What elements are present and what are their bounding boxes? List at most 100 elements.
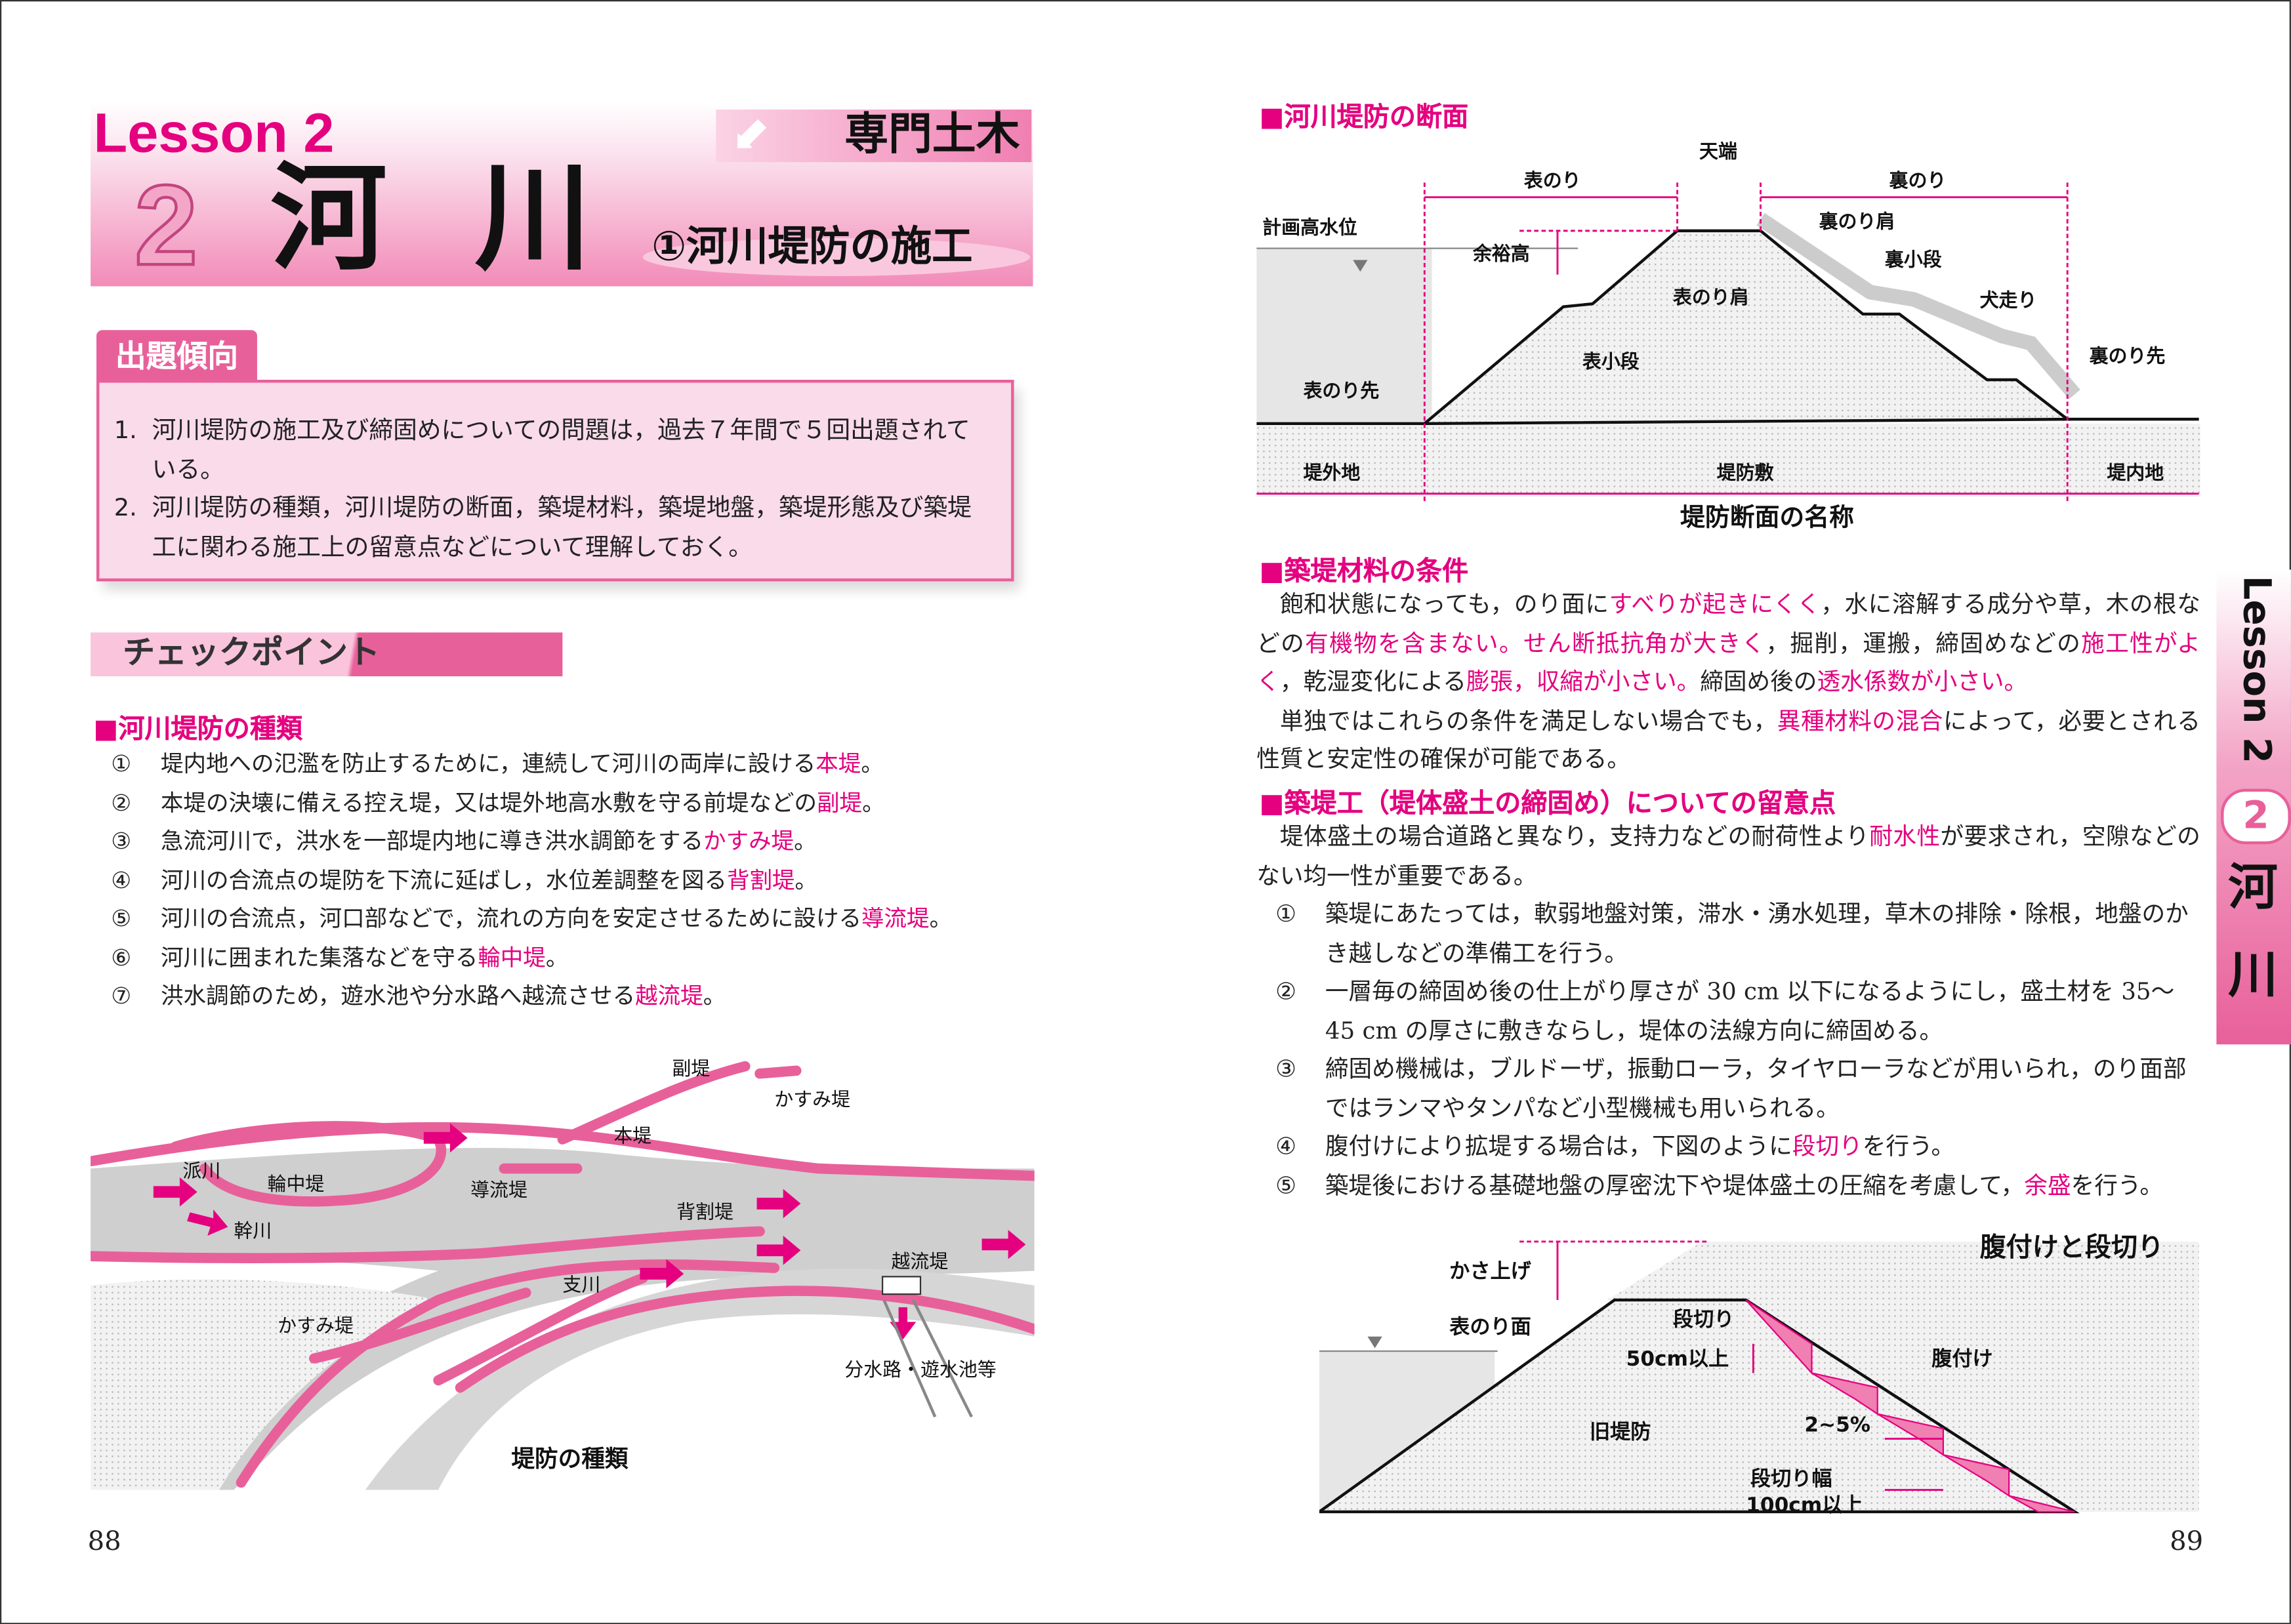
diagram-label: 表のり面 (1449, 1315, 1531, 1339)
floodplain (91, 1279, 439, 1490)
text-segment: 締固め後の (1700, 667, 1817, 696)
dimension-lines (1256, 182, 2199, 504)
text-segment: 堤内地への氾濫を防止するために，連続して河川の両岸に設ける (160, 750, 816, 777)
text-segment: 。 (545, 944, 569, 971)
widening-title: 腹付けと段切り (1980, 1232, 2164, 1263)
text-segment: ，掘削，運搬，締固めなどの (1765, 628, 2082, 657)
diagram-label: 腹付け (1931, 1347, 1992, 1371)
item-text: 河川堤防の施工及び締固めについての問題は，過去７年間で５回出題されている。 (152, 416, 970, 483)
diagram-label: 裏のり肩 (1819, 210, 1895, 232)
highlighted-term: かすみ堤 (703, 828, 795, 855)
flow-arrows (153, 1123, 1026, 1340)
diagram-label: 表小段 (1582, 350, 1640, 373)
text-segment: 堤体盛土の場合道路と異なり，支持力などの耐荷性より (1279, 822, 1870, 851)
chapter-title: 河 川 (270, 150, 615, 287)
item-text: 築堤後における基礎地盤の厚密沈下や堤体盛土の圧縮を考慮して，余盛を行う。 (1325, 1166, 2163, 1205)
diagram-label: 犬走り (1980, 289, 2037, 312)
text-segment: 河川の合流点，河口部などで，流れの方向を安定させるために設ける (160, 905, 861, 932)
levee-cross-section-diagram: 表のり 天端 裏のり 計画高水位 余裕高 裏のり肩 裏小段 表のり肩 犬走り 表… (1256, 140, 2200, 532)
highlighted-term: 輪中堤 (478, 944, 546, 971)
highlighted-term: 異種材料の混合 (1777, 706, 1943, 735)
category-badge: ⬋ 専門土木 (716, 106, 1032, 163)
section-title-levee-types: ■河川堤防の種類 (93, 714, 303, 745)
diagram-label: 2~5% (1804, 1413, 1870, 1436)
text-segment: 本堤の決壊に備える控え堤，又は堤外地高水敷を守る前堤などの (160, 789, 817, 816)
text-segment: を行う。 (2071, 1170, 2164, 1199)
subtitle: ①河川堤防の施工 (642, 212, 1033, 279)
subtitle-text: ①河川堤防の施工 (651, 222, 973, 270)
diagram-label: 100cm以上 (1746, 1493, 1863, 1516)
highlighted-term: 透水係数が小さい。 (1817, 667, 2028, 696)
item-text: 築堤にあたっては，軟弱地盤対策，滞水・湧水処理，草木の排除・除根，地盤のかき越し… (1325, 895, 2200, 973)
highlighted-term: すべりが起きにくく (1609, 590, 1821, 619)
diagram-label: 表のり肩 (1673, 286, 1749, 308)
trend-tab: 出題傾向 (96, 330, 257, 380)
section-title-compaction: ■築堤工（堤体盛土の締固め）についての留意点 (1259, 788, 1836, 820)
text-segment: 築堤後における基礎地盤の厚密沈下や堤体盛土の圧縮を考慮して， (1325, 1170, 2025, 1199)
subtitle-highlight (642, 238, 1031, 276)
diagram-label: 裏のり先 (2089, 344, 2166, 367)
diagram-caption: 堤防の種類 (511, 1446, 628, 1472)
text-segment: 単独ではこれらの条件を満足しない場合でも， (1279, 706, 1777, 735)
label-etsuryutei: 越流堤 (891, 1250, 948, 1272)
diagram-label: かさ上げ (1449, 1260, 1531, 1284)
item-number: ② (111, 789, 132, 816)
list-item: ④ 腹付けにより拡堤する場合は，下図のように段切りを行う。 (1275, 1127, 2200, 1166)
item-text: 一層毎の締固め後の仕上がり厚さが 30 cm 以下になるようにし，盛土材を 35… (1325, 973, 2200, 1050)
item-number: ⑤ (111, 905, 132, 932)
trend-item: 2.河川堤防の種類，河川堤防の断面，築堤材料，築堤地盤，築堤形態及び築堤工に関わ… (114, 489, 994, 567)
item-text: 河川堤防の種類，河川堤防の断面，築堤材料，築堤地盤，築堤形態及び築堤工に関わる施… (152, 493, 972, 561)
item-text: 締固め機械は，ブルドーザ，振動ローラ，タイヤローラなどが用いられ，のり面部ではラ… (1325, 1050, 2200, 1127)
item-text: 洪水調節のため，遊水池や分水路へ越流させる越流堤。 (161, 977, 726, 1016)
item-text: 河川の合流点の堤防を下流に延ばし，水位差調整を図る背割堤。 (161, 861, 817, 900)
label-douryutei: 導流堤 (470, 1179, 527, 1201)
text-segment: 洪水調節のため，遊水池や分水路へ越流させる (160, 983, 636, 1009)
side-index-tab[interactable]: Lesson 2 2 河 川 (2216, 569, 2291, 1045)
levee-lines (91, 1061, 1035, 1488)
item-number: ① (1275, 899, 1297, 928)
label-fukutei: 副堤 (672, 1057, 710, 1080)
widening-benching-diagram: 腹付けと段切り かさ上げ 表のり面 段切り 50cm以上 腹付け 旧堤防 2~5… (1319, 1232, 2199, 1516)
checkpoint-bar: チェックポイント (91, 632, 563, 677)
cross-section-labels: 表のり 天端 裏のり 計画高水位 余裕高 裏のり肩 裏小段 表のり肩 犬走り 表… (1262, 140, 2165, 532)
arrow-icon: ⬋ (730, 106, 770, 163)
materials-paragraphs: 飽和状態になっても，のり面にすべりが起きにくく，水に溶解する成分や草，木の根など… (1256, 586, 2200, 779)
paragraph: 単独ではこれらの条件を満足しない場合でも，異種材料の混合によって，必要とされる性… (1256, 702, 2200, 779)
paragraph: 堤体盛土の場合道路と異なり，支持力などの耐荷性より耐水性が要求され，空隙などのな… (1256, 818, 2200, 895)
text-segment: ，水に溶解する成分や草，木の根などの (1256, 590, 2200, 657)
diagram-label: 計画高水位 (1262, 216, 1357, 238)
item-number: ② (1275, 977, 1297, 1005)
label-wajutei: 輪中堤 (268, 1173, 325, 1195)
text-segment: 。 (795, 866, 818, 893)
section-title-materials: ■築堤材料の条件 (1259, 556, 1469, 588)
item-text: 河川の合流点，河口部などで，流れの方向を安定させるために設ける導流堤。 (161, 900, 952, 939)
main-river (91, 1148, 1035, 1490)
diagram-label: 天端 (1699, 140, 1737, 163)
label-bunsuiro: 分水路・遊水池等 (844, 1358, 997, 1381)
item-text: 急流河川で，洪水を一部堤内地に導き洪水調節をするかすみ堤。 (161, 822, 817, 861)
trend-item: 1.河川堤防の施工及び締固めについての問題は，過去７年間で５回出題されている。 (114, 412, 994, 489)
label-kasumi-2: かすみ堤 (278, 1314, 354, 1337)
diagram-label: 50cm以上 (1626, 1347, 1729, 1371)
overflow-weir (881, 1276, 922, 1295)
item-number: ④ (1275, 1131, 1297, 1160)
highlighted-term: 膨張，収縮が小さい。 (1466, 667, 1701, 696)
label-hontei: 本堤 (613, 1125, 651, 1147)
text-segment: 一層毎の締固め後の仕上がり厚さが 30 cm 以下になるようにし，盛土材を 35… (1325, 977, 2175, 1044)
text-segment: 。 (929, 905, 953, 932)
diagram-label: 裏のり (1889, 169, 1947, 192)
diagram-label: 表のり先 (1303, 380, 1379, 402)
section-title-cross-section: ■河川堤防の断面 (1259, 102, 1469, 133)
item-text: 腹付けにより拡堤する場合は，下図のように段切りを行う。 (1325, 1127, 1954, 1166)
paragraph: 飽和状態になっても，のり面にすべりが起きにくく，水に溶解する成分や草，木の根など… (1256, 586, 2200, 702)
chapter-number: 2 (133, 160, 199, 289)
diagram-label: 堤外地 (1303, 461, 1360, 483)
